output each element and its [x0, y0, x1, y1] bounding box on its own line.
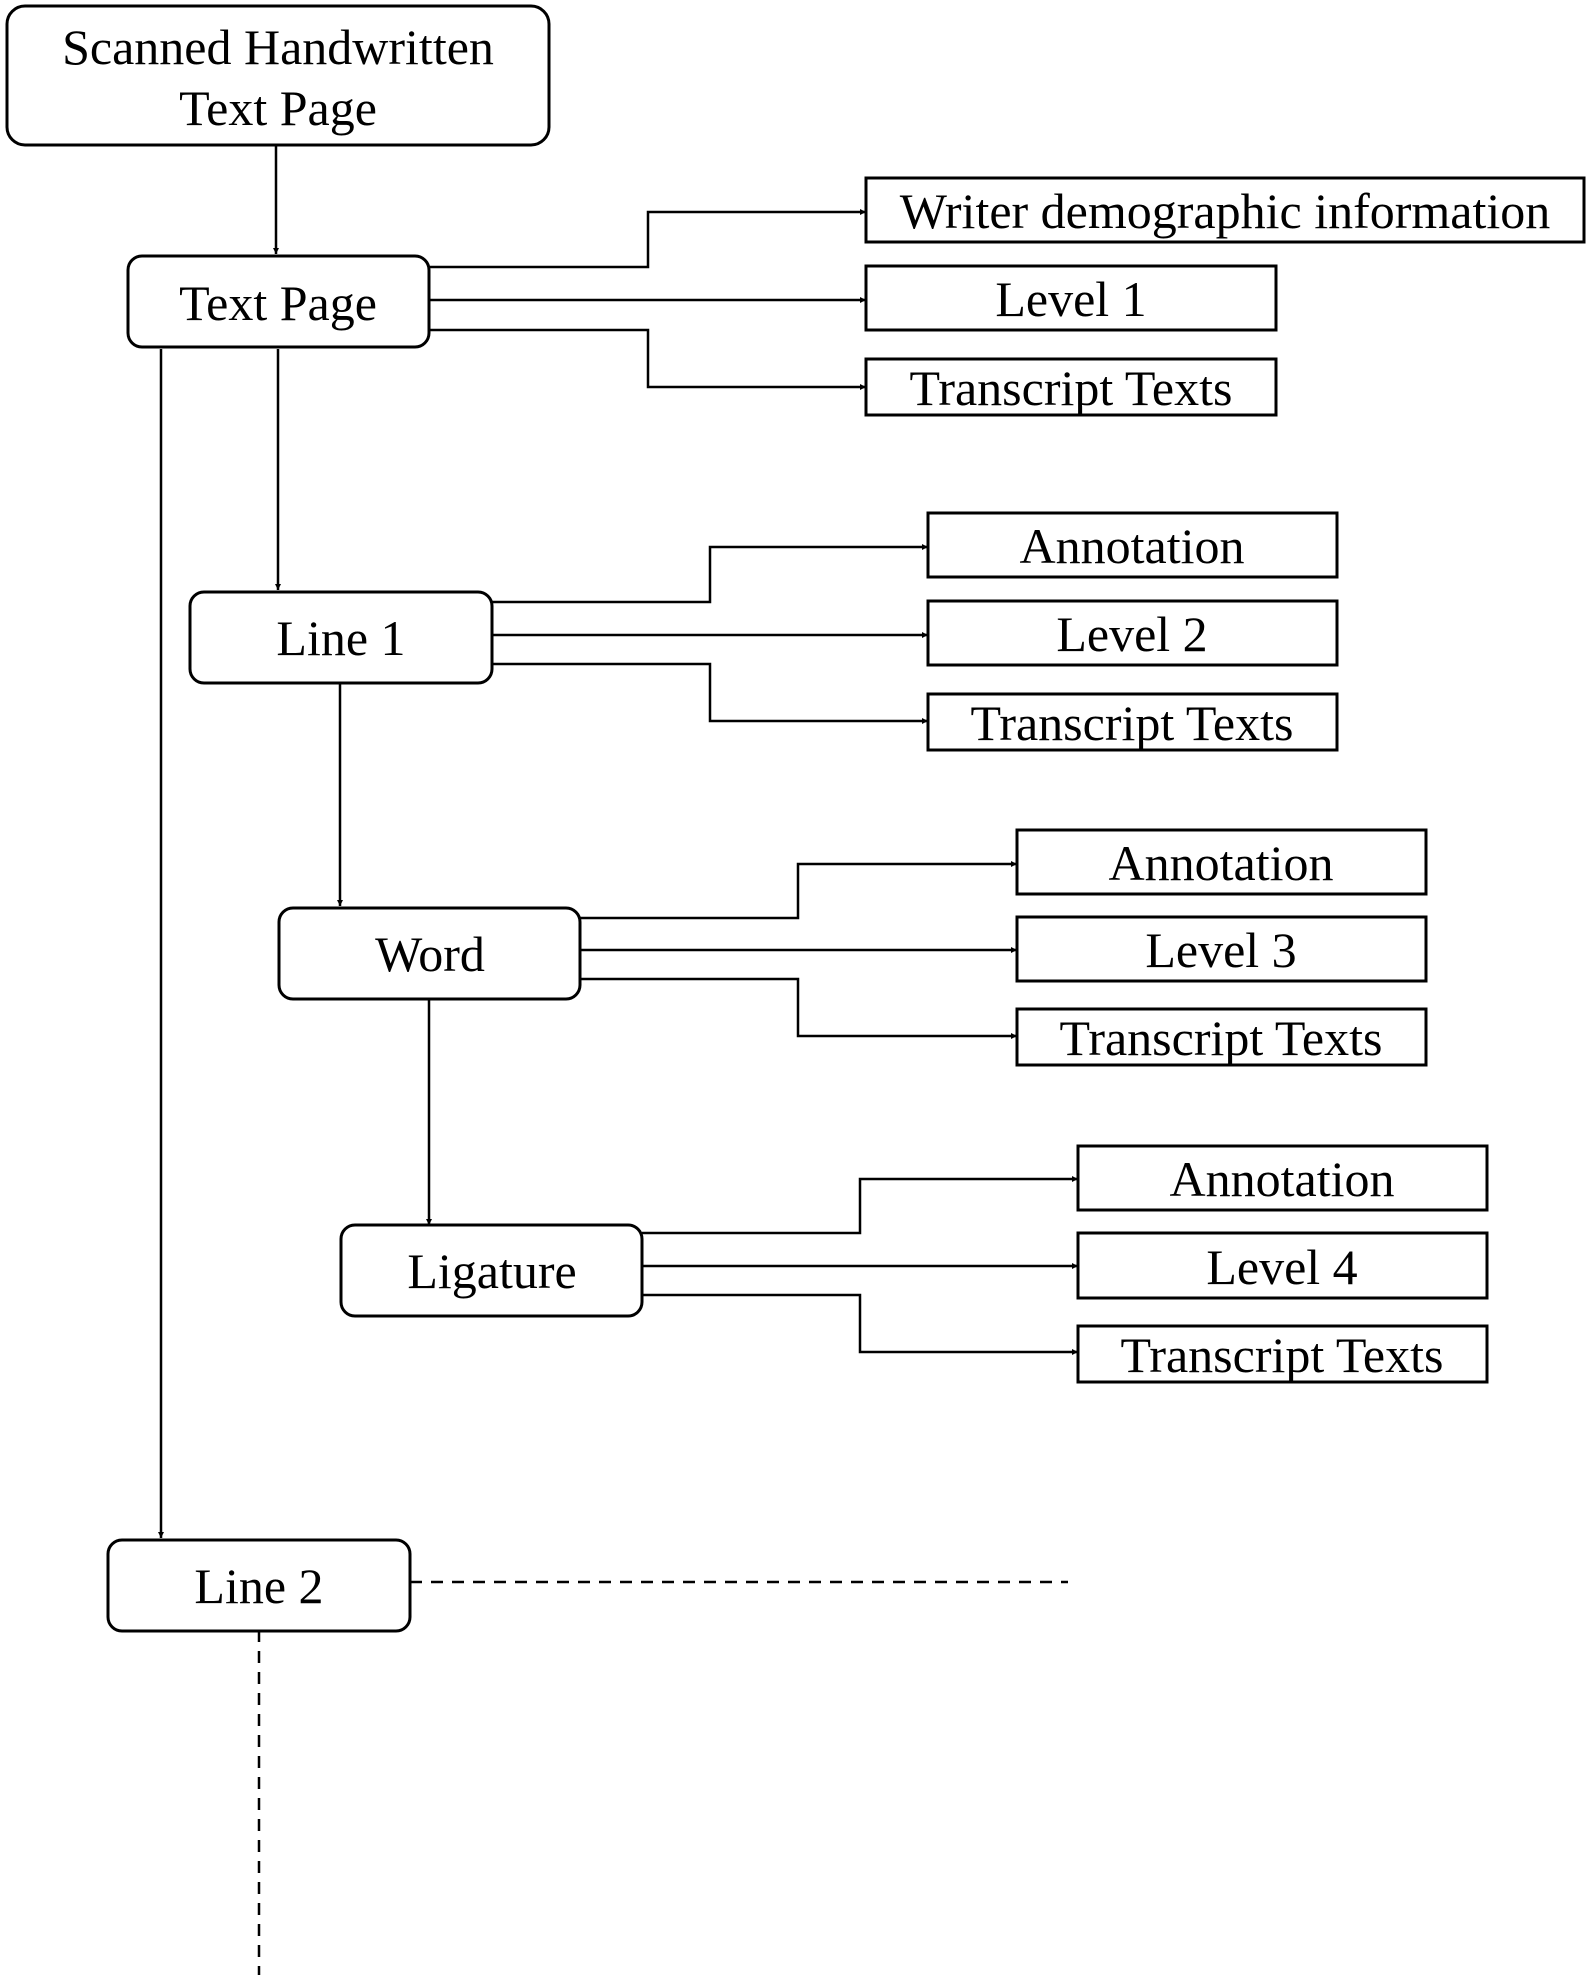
node-line2-label: Line 2 [194, 1558, 323, 1614]
output-page-transcript-label: Transcript Texts [910, 360, 1233, 416]
node-text-page-label: Text Page [179, 275, 377, 331]
edge-textpage-to-writer-info [429, 209, 866, 269]
output-word-level-label: Level 3 [1145, 922, 1296, 978]
output-ligature-level-label: Level 4 [1206, 1239, 1357, 1295]
output-ligature-annotation-label: Annotation [1170, 1151, 1395, 1207]
edge-line1-to-annotation [492, 544, 928, 604]
node-word[interactable]: Word [277, 906, 582, 1001]
edge-word-to-transcript [580, 977, 1017, 1039]
node-scanned-page[interactable]: Scanned Handwritten Text Page [5, 4, 551, 147]
node-ligature[interactable]: Ligature [339, 1223, 644, 1318]
edge-ligature-to-transcript [642, 1293, 1078, 1355]
output-line-transcript[interactable]: Transcript Texts [926, 692, 1339, 752]
output-word-annotation[interactable]: Annotation [1015, 828, 1428, 896]
output-ligature-level[interactable]: Level 4 [1076, 1231, 1489, 1300]
output-word-transcript[interactable]: Transcript Texts [1015, 1007, 1428, 1067]
output-line-annotation-label: Annotation [1020, 518, 1245, 574]
node-line2[interactable]: Line 2 [106, 1538, 412, 1633]
output-ligature-transcript-label: Transcript Texts [1121, 1327, 1444, 1383]
output-page-level[interactable]: Level 1 [864, 264, 1278, 332]
output-page-transcript[interactable]: Transcript Texts [864, 357, 1278, 417]
output-line-level-label: Level 2 [1056, 606, 1207, 662]
node-scanned-page-label-line2: Text Page [179, 80, 377, 136]
output-ligature-transcript[interactable]: Transcript Texts [1076, 1324, 1489, 1384]
output-ligature-annotation[interactable]: Annotation [1076, 1144, 1489, 1212]
node-word-label: Word [375, 926, 485, 982]
output-line-annotation[interactable]: Annotation [926, 511, 1339, 579]
output-word-annotation-label: Annotation [1109, 835, 1334, 891]
node-ligature-label: Ligature [407, 1243, 576, 1299]
node-text-page[interactable]: Text Page [126, 254, 431, 349]
output-word-level[interactable]: Level 3 [1015, 915, 1428, 983]
output-line-level[interactable]: Level 2 [926, 599, 1339, 667]
node-line1-label: Line 1 [276, 610, 405, 666]
node-scanned-page-label-line1: Scanned Handwritten [62, 19, 494, 75]
edge-word-to-annotation [580, 861, 1017, 920]
node-line1[interactable]: Line 1 [188, 590, 494, 685]
output-line-transcript-label: Transcript Texts [971, 695, 1294, 751]
output-page-writer-info[interactable]: Writer demographic information [864, 176, 1586, 244]
output-page-level-label: Level 1 [995, 271, 1146, 327]
output-page-writer-info-label: Writer demographic information [900, 183, 1551, 239]
edge-ligature-to-annotation [642, 1176, 1078, 1235]
edge-textpage-to-transcript [429, 328, 866, 390]
output-word-transcript-label: Transcript Texts [1060, 1010, 1383, 1066]
edge-line1-to-transcript [492, 662, 928, 724]
